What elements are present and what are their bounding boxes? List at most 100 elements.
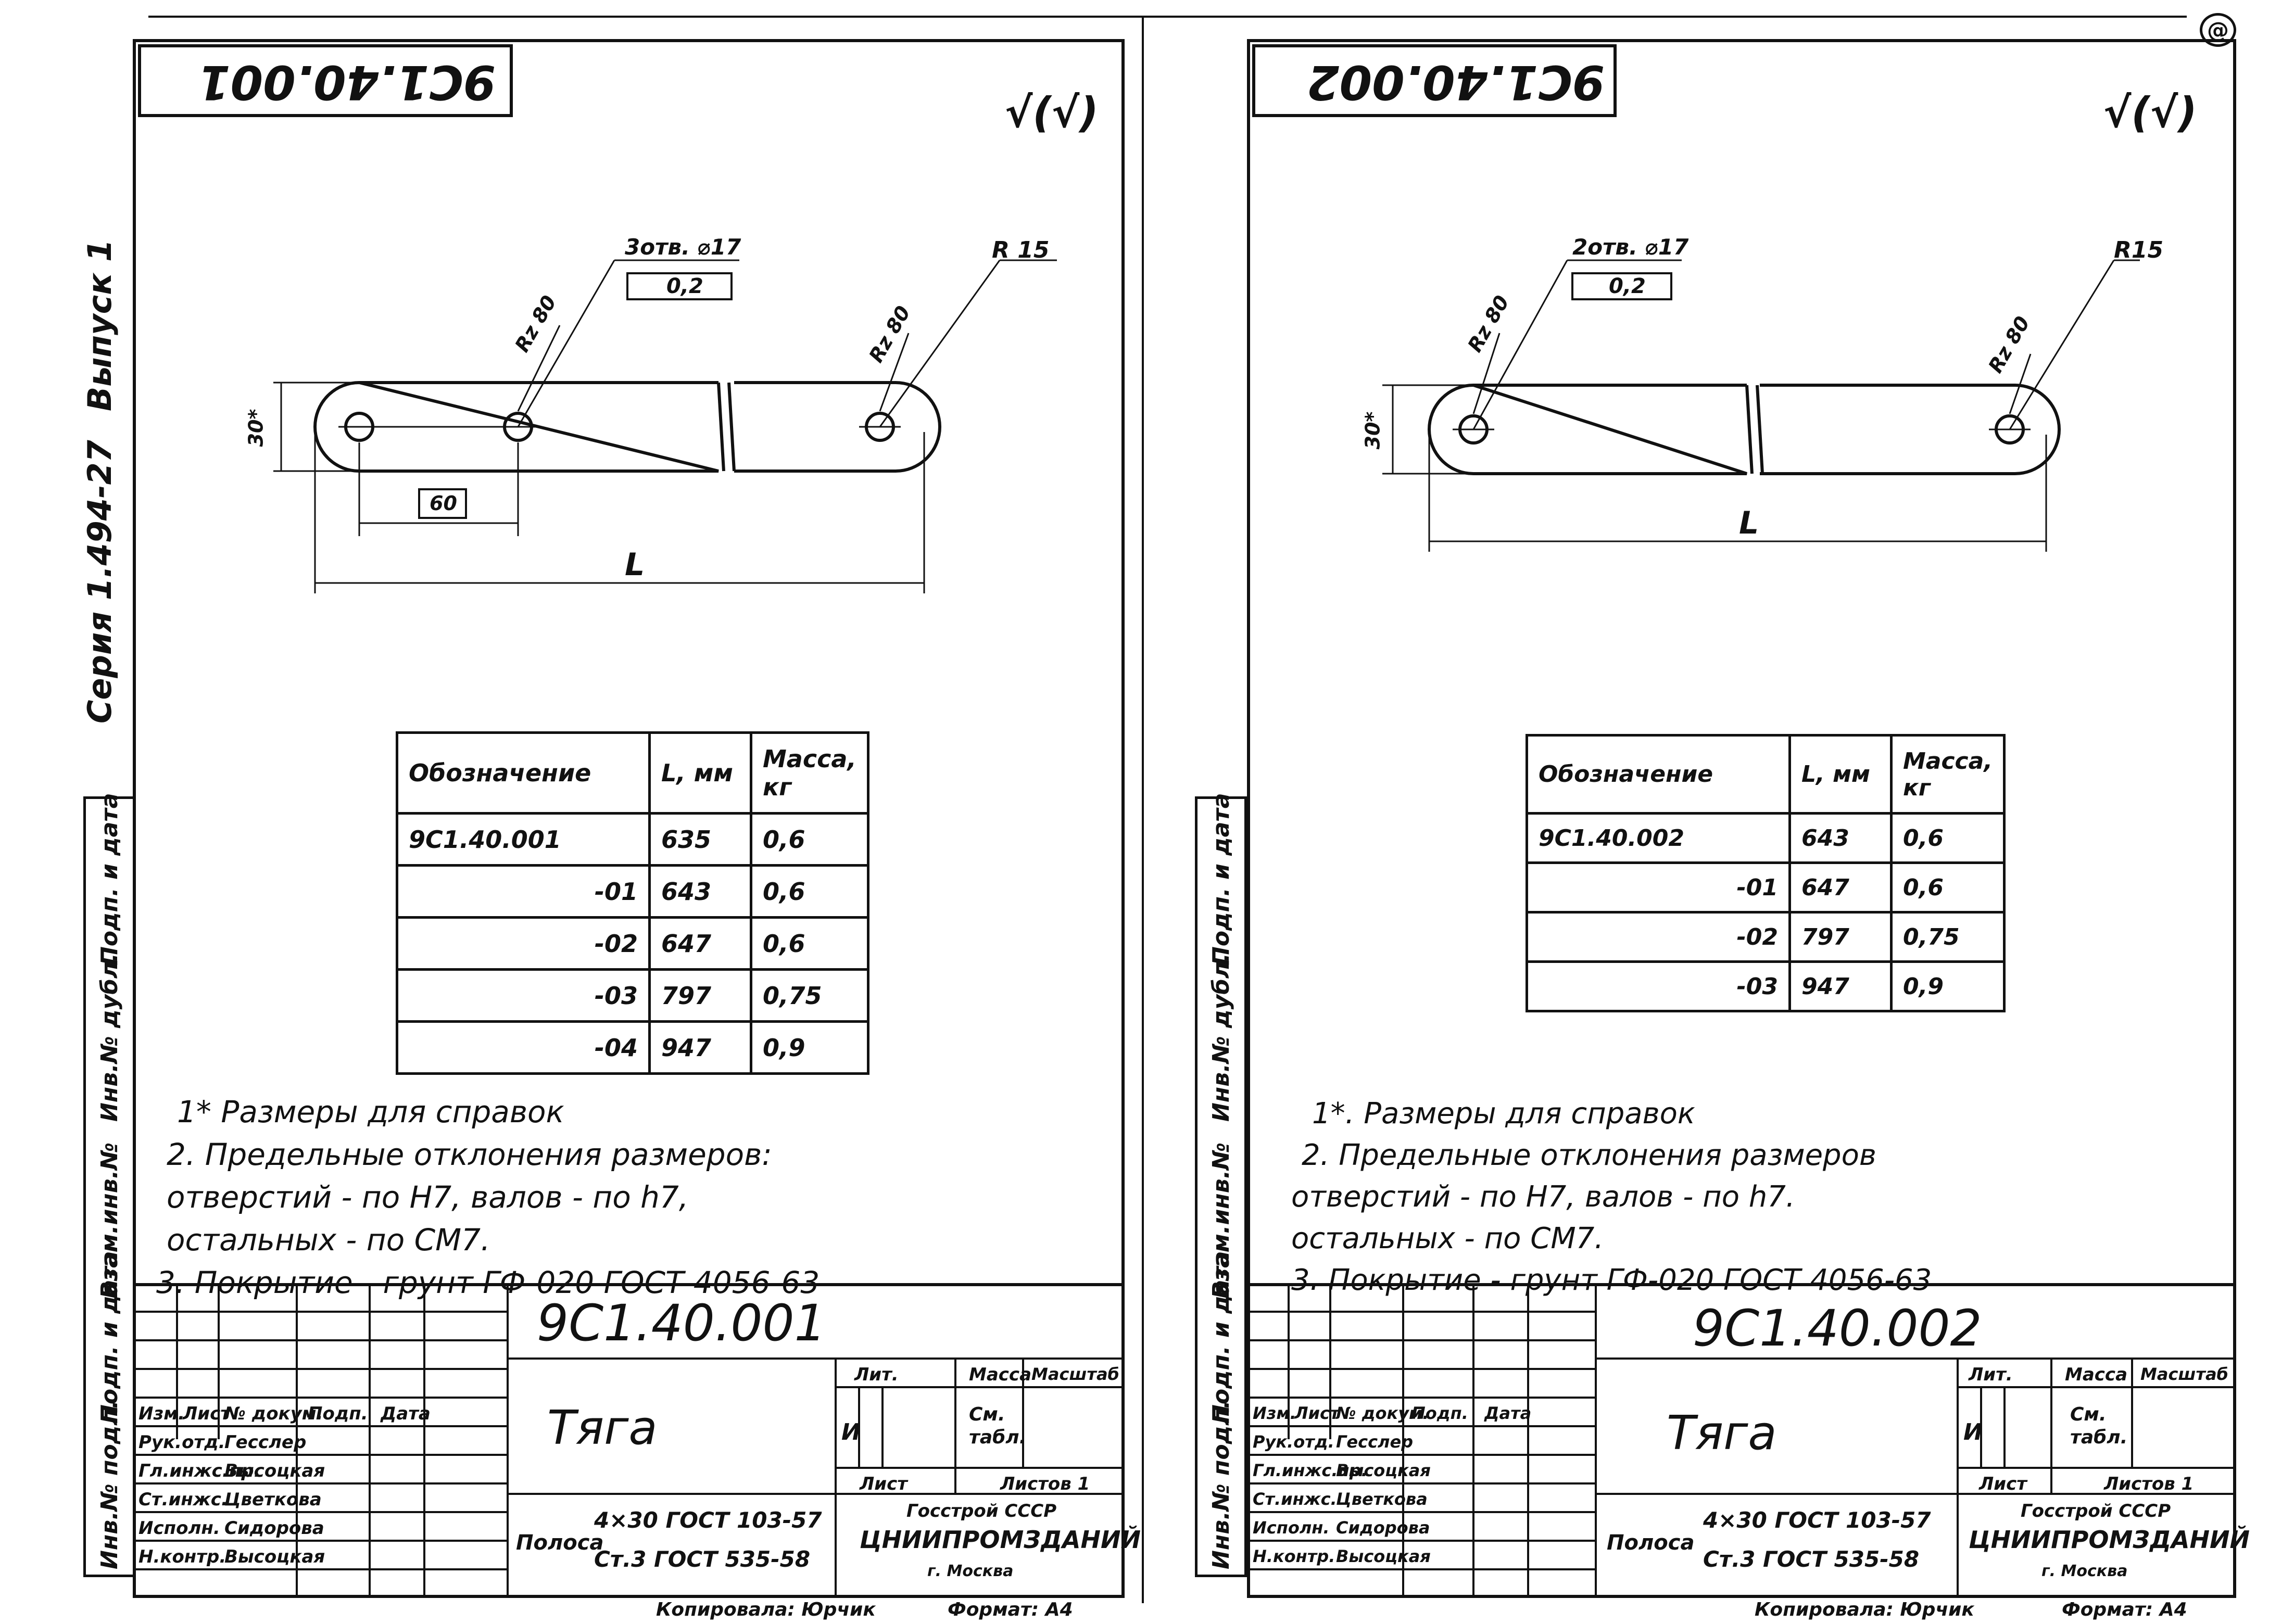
tolerance-left: 0,2 — [666, 274, 703, 298]
header-cell: Обозначение — [396, 731, 651, 815]
org-line: ЦНИИПРОМЗДАНИЙ — [1969, 1526, 2250, 1554]
table-cell: 643 — [1788, 812, 1893, 864]
format-right: Формат: А4 — [2062, 1599, 2187, 1620]
scale-label: Масштаб — [1031, 1364, 1119, 1384]
person-name: Сидорова — [1336, 1518, 1430, 1538]
side-stamp-item: Инв.№ дубл. — [1208, 953, 1234, 1122]
page-marker: @ — [2200, 13, 2236, 47]
col-label: Дата — [1484, 1403, 1532, 1423]
title-code: 9С1.40.002 — [1693, 1299, 1982, 1357]
title-code: 9С1.40.001 — [537, 1294, 826, 1352]
sheet-label: Лист — [1979, 1474, 2027, 1494]
role-label: Рук.отд. — [138, 1432, 225, 1453]
radius-left: R 15 — [992, 237, 1050, 263]
holes-note-left: 3отв. ⌀17 — [625, 234, 741, 260]
person-name: Высоцкая — [1336, 1546, 1431, 1566]
note-line: 2. Предельные отклонения размеров: — [167, 1137, 772, 1172]
role-label: Н.контр. — [1253, 1546, 1335, 1566]
material-line: 4×30 ГОСТ 103-57 — [1703, 1507, 1931, 1533]
mass-value: См. табл. — [969, 1404, 1027, 1448]
table-cell: 0,75 — [1889, 911, 2006, 963]
tolerance-right: 0,2 — [1609, 274, 1646, 298]
role-label: Исполн. — [1253, 1518, 1330, 1538]
notes-right: 1*. Размеры для справок 2. Предельные от… — [1291, 1093, 1932, 1301]
table-cell: -04 — [396, 1020, 651, 1075]
table-cell: 0,6 — [750, 812, 869, 867]
lit-value: И — [1963, 1419, 1983, 1445]
header-cell: L, мм — [1788, 734, 1893, 815]
table-row: 9С1.40.002 643 0,6 — [1526, 812, 2006, 864]
side-stamp-left: Инв.№ подл. Подп. и дата Взам.инв.№ Инв.… — [83, 793, 135, 1577]
table-cell: 635 — [648, 812, 752, 867]
holes-note-right: 2отв. ⌀17 — [1572, 234, 1689, 260]
header-cell: Обозначение — [1526, 734, 1791, 815]
scale-label: Масштаб — [2140, 1364, 2228, 1384]
col-label: Изм. — [138, 1403, 185, 1424]
dim-length-right: L — [1739, 505, 1759, 541]
series-label: Серия 1.494-27 — [81, 440, 119, 724]
mirror-code-left: 9С1.40.001 — [198, 55, 496, 109]
table-cell: 9С1.40.001 — [396, 812, 651, 867]
side-stamp-item: Подп. и дата — [96, 793, 123, 966]
mirror-code-box-left — [138, 44, 513, 117]
side-stamp-item: Взам.инв.№ — [96, 1142, 123, 1299]
role-label: Исполн. — [138, 1518, 220, 1539]
org-line: Госстрой СССР — [2021, 1501, 2171, 1521]
col-label: Дата — [381, 1403, 431, 1424]
title-block-left: 9С1.40.001 Тяга Изм. Лист № докум. Подп.… — [133, 1283, 1141, 1598]
format-left: Формат: А4 — [948, 1599, 1073, 1620]
sheet-label: Лист — [860, 1474, 907, 1494]
side-stamp-right: Инв.№ подл. Подп. и дата Взам.инв.№ Инв.… — [1195, 793, 1247, 1577]
title-name: Тяга — [1667, 1406, 1777, 1461]
note-line: отверстий - по Н7, валов - по h7. — [1291, 1180, 1795, 1214]
col-label: Лист — [183, 1403, 231, 1424]
note-line: остальных - по СМ7. — [1291, 1222, 1604, 1255]
header-cell: L, мм — [648, 731, 752, 815]
side-stamp-item: Инв.№ подл. — [1208, 1400, 1234, 1569]
table-cell: 0,9 — [1889, 960, 2006, 1012]
table-cell: -03 — [396, 968, 651, 1023]
role-label: Рук.отд. — [1253, 1432, 1334, 1452]
role-label: Гл.инжс.пр. — [138, 1461, 261, 1481]
role-label: Ст.инжс. — [138, 1489, 228, 1510]
dim-pitch-left: 60 — [430, 492, 457, 515]
material-prefix: Полоса — [1607, 1531, 1695, 1555]
person-name: Гесслер — [1336, 1432, 1414, 1452]
table-cell: -02 — [1526, 911, 1791, 963]
person-name: Высоцкая — [1336, 1461, 1431, 1480]
table-cell: 797 — [1788, 911, 1893, 963]
table-cell: 647 — [1788, 861, 1893, 914]
org-line: Госстрой СССР — [906, 1501, 1057, 1521]
table-cell: 947 — [648, 1020, 752, 1075]
header-cell: Масса, кг — [1889, 734, 2006, 815]
table-row: -04 947 0,9 — [396, 1020, 869, 1075]
table-row: 9С1.40.001 635 0,6 — [396, 812, 869, 867]
dim-length-left: L — [625, 547, 645, 583]
table-header: Обозначение L, мм Масса, кг — [1526, 734, 2006, 815]
col-label: № докум. — [224, 1403, 323, 1424]
lit-label: Лит. — [854, 1364, 899, 1385]
person-name: Гесслер — [224, 1432, 307, 1453]
spec-table-left: Обозначение L, мм Масса, кг 9С1.40.001 6… — [396, 731, 869, 1075]
lit-value: И — [841, 1419, 861, 1445]
radius-right: R15 — [2114, 237, 2164, 263]
role-label: Ст.инжс. — [1253, 1489, 1337, 1509]
table-cell: 947 — [1788, 960, 1893, 1012]
role-label: Гл.инжс.пр. — [1253, 1461, 1368, 1480]
col-label: Лист — [1294, 1403, 1340, 1423]
note-line: 3. Покрытие - грунт ГФ-020 ГОСТ 4056-63 — [1291, 1263, 1932, 1297]
material-line: Ст.3 ГОСТ 535-58 — [1703, 1546, 1920, 1572]
note-line: остальных - по CM7. — [167, 1222, 490, 1258]
note-line: 1*. Размеры для справок — [1312, 1097, 1695, 1131]
mirror-code-right: 9С1.40.002 — [1307, 55, 1605, 109]
person-name: Цветкова — [1336, 1489, 1428, 1509]
notes-left: 1* Размеры для справок 2. Предельные отк… — [156, 1090, 820, 1304]
person-name: Высоцкая — [224, 1461, 325, 1481]
sheets-label: Листов 1 — [1000, 1474, 1090, 1494]
table-cell: -02 — [396, 916, 651, 971]
header-cell: Масса, кг — [750, 731, 869, 815]
table-row: -02 797 0,75 — [1526, 911, 2006, 963]
table-cell: 0,9 — [750, 1020, 869, 1075]
org-line: г. Москва — [2041, 1562, 2128, 1580]
table-row: -03 947 0,9 — [1526, 960, 2006, 1012]
